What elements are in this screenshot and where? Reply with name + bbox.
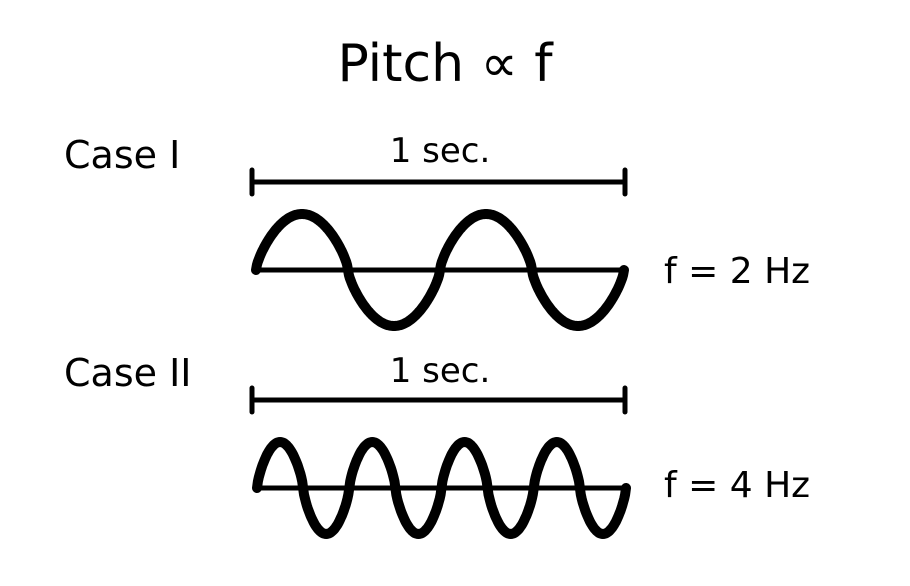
case-1-duration-label: 1 sec.	[389, 131, 491, 171]
case-1-time-bar	[249, 167, 628, 197]
case-2-time-bar	[249, 385, 628, 415]
case-2-label: Case II	[64, 351, 192, 395]
case-2-wave	[252, 436, 631, 540]
case-2-frequency-label: f = 4 Hz	[664, 465, 811, 506]
case-1-label: Case I	[64, 133, 181, 177]
case-2-duration-label: 1 sec.	[389, 351, 491, 391]
case-1-frequency-label: f = 2 Hz	[664, 251, 811, 292]
title: Pitch ∝ f	[337, 34, 553, 94]
case-1-wave	[251, 209, 629, 331]
